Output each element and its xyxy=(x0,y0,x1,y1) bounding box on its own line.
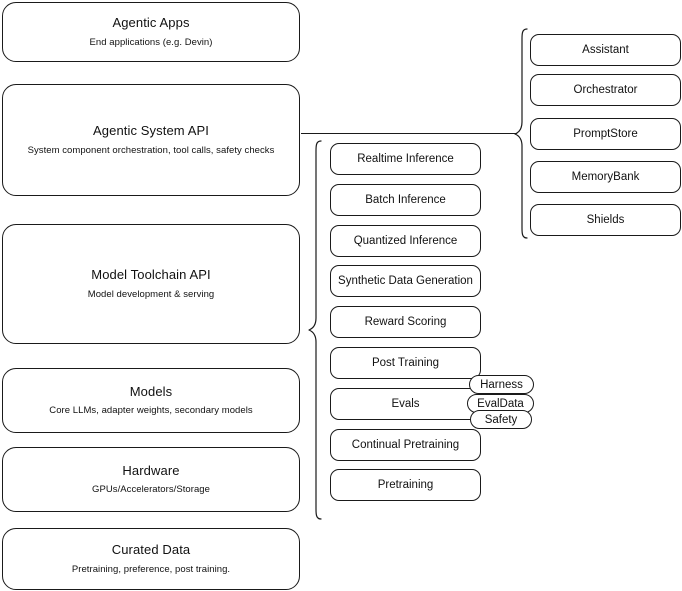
agentic-component-box-shields[interactable]: Shields xyxy=(530,204,681,236)
agentic-component-label: Orchestrator xyxy=(573,83,638,96)
capability-box-post-training[interactable]: Post Training xyxy=(330,347,481,379)
agentic-component-box-orchestrator[interactable]: Orchestrator xyxy=(530,74,681,106)
agentic-component-label: Assistant xyxy=(582,43,629,56)
agentic-component-box-assistant[interactable]: Assistant xyxy=(530,34,681,66)
capability-label: Evals xyxy=(391,397,420,410)
agentic-component-label: Shields xyxy=(586,213,625,226)
capability-box-evals[interactable]: Evals xyxy=(330,388,481,420)
layer-title: Agentic System API xyxy=(93,123,209,139)
agentic-component-label: PromptStore xyxy=(573,127,638,140)
capability-label: Batch Inference xyxy=(365,193,446,206)
capability-label: Synthetic Data Generation xyxy=(338,274,473,287)
eval-pill-safety[interactable]: Safety xyxy=(470,410,532,429)
layer-box-models[interactable]: Models Core LLMs, adapter weights, secon… xyxy=(2,368,300,433)
agentic-component-label: MemoryBank xyxy=(571,170,640,183)
agentic-component-box-promptstore[interactable]: PromptStore xyxy=(530,118,681,150)
eval-pill-label: Safety xyxy=(484,413,518,426)
layer-title: Hardware xyxy=(122,462,180,478)
capability-label: Quantized Inference xyxy=(353,234,458,247)
layer-title: Agentic Apps xyxy=(112,15,190,31)
capability-box-quantized-inference[interactable]: Quantized Inference xyxy=(330,225,481,257)
layer-subtitle: End applications (e.g. Devin) xyxy=(89,36,213,48)
capability-box-realtime-inference[interactable]: Realtime Inference xyxy=(330,143,481,175)
layer-subtitle: Model development & serving xyxy=(87,288,215,300)
capability-label: Post Training xyxy=(371,356,440,369)
layer-subtitle: GPUs/Accelerators/Storage xyxy=(92,484,210,496)
capability-label: Pretraining xyxy=(377,478,434,491)
capability-box-continual-pretraining[interactable]: Continual Pretraining xyxy=(330,429,481,461)
capability-label: Reward Scoring xyxy=(364,315,447,328)
capability-label: Continual Pretraining xyxy=(351,438,460,451)
eval-pill-harness[interactable]: Harness xyxy=(469,375,534,394)
layer-title: Models xyxy=(129,383,173,399)
eval-pill-label: EvalData xyxy=(477,397,524,410)
capability-label: Realtime Inference xyxy=(357,152,454,165)
agentic-component-box-memorybank[interactable]: MemoryBank xyxy=(530,161,681,193)
agentic-components-brace xyxy=(514,28,528,239)
capability-box-reward-scoring[interactable]: Reward Scoring xyxy=(330,306,481,338)
capability-box-synthetic-data-generation[interactable]: Synthetic Data Generation xyxy=(330,265,481,297)
layer-title: Model Toolchain API xyxy=(91,267,211,283)
layer-box-agentic-apps[interactable]: Agentic Apps End applications (e.g. Devi… xyxy=(2,2,300,62)
eval-pill-label: Harness xyxy=(480,378,523,391)
capability-box-batch-inference[interactable]: Batch Inference xyxy=(330,184,481,216)
capability-box-pretraining[interactable]: Pretraining xyxy=(330,469,481,501)
layer-title: Curated Data xyxy=(111,542,191,558)
layer-subtitle: System component orchestration, tool cal… xyxy=(27,144,275,156)
layer-subtitle: Pretraining, preference, post training. xyxy=(71,563,231,575)
layer-subtitle: Core LLMs, adapter weights, secondary mo… xyxy=(49,405,253,417)
connector-agentic-system-to-components xyxy=(301,133,517,135)
layer-box-agentic-system-api[interactable]: Agentic System API System component orch… xyxy=(2,84,300,196)
layer-box-hardware[interactable]: Hardware GPUs/Accelerators/Storage xyxy=(2,447,300,512)
toolchain-brace xyxy=(308,140,322,520)
layer-box-model-toolchain-api[interactable]: Model Toolchain API Model development & … xyxy=(2,224,300,344)
layer-box-curated-data[interactable]: Curated Data Pretraining, preference, po… xyxy=(2,528,300,590)
